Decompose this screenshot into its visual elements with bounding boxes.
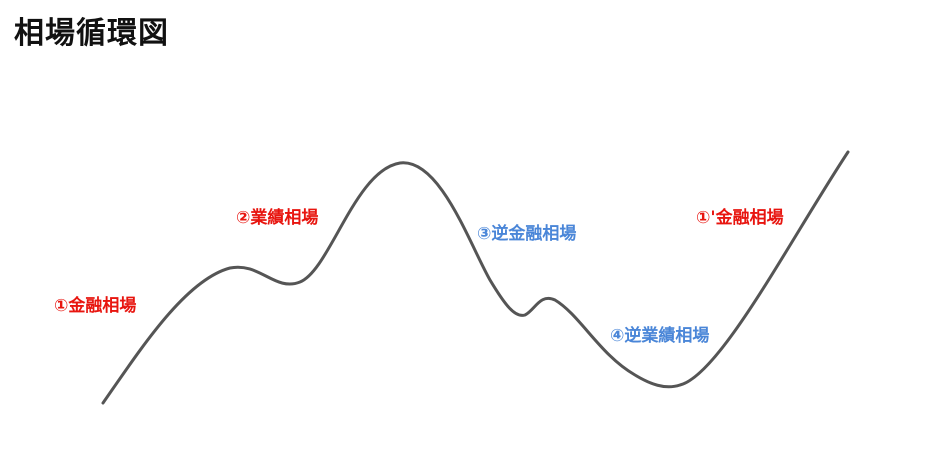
phase-label-earnings-market: ②業績相場 bbox=[236, 208, 319, 228]
phase-label-financial-market-next: ①'金融相場 bbox=[696, 208, 784, 228]
market-cycle-curve bbox=[101, 150, 850, 405]
phase-label-reverse-financial-market: ③逆金融相場 bbox=[477, 224, 577, 244]
phase-label-financial-market: ①金融相場 bbox=[54, 296, 137, 316]
phase-label-reverse-earnings-market: ④逆業績相場 bbox=[610, 326, 710, 346]
page-title: 相場循環図 bbox=[14, 16, 169, 51]
